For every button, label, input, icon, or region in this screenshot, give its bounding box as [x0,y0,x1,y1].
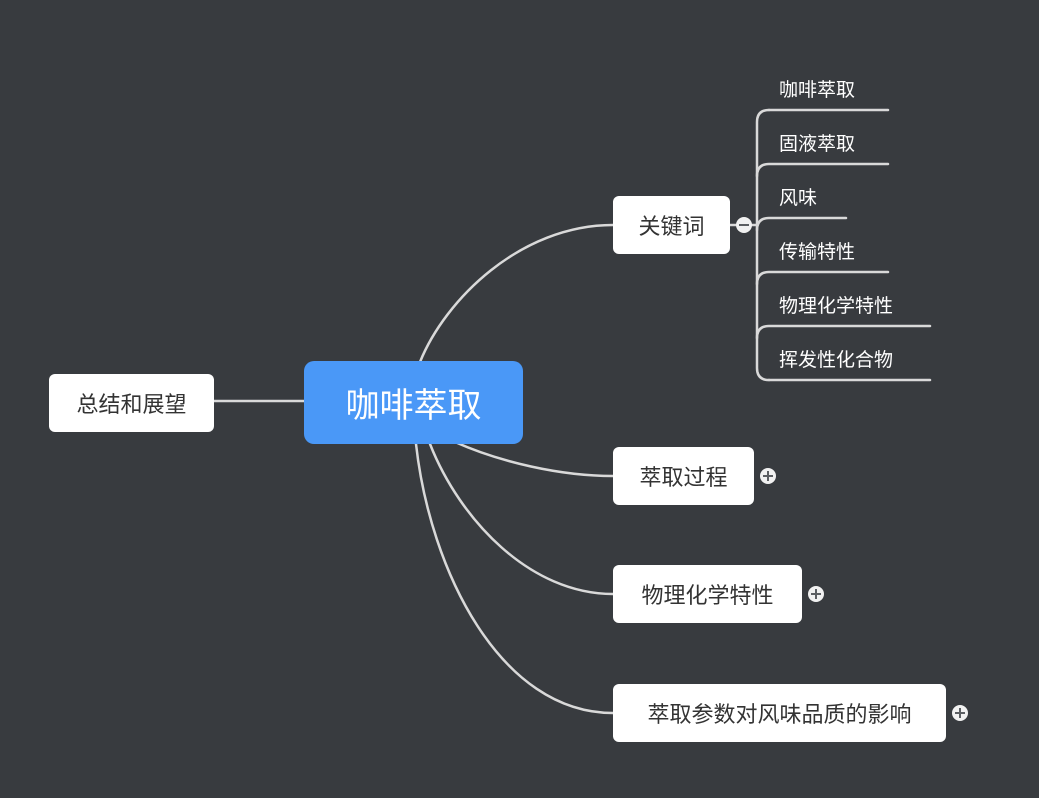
keyword-item[interactable]: 风味 [779,187,818,209]
topic-extraction-parameters[interactable]: 萃取参数对风味品质的影响 [613,684,946,742]
connector-keyword-2 [755,162,890,178]
topic-keywords-label: 关键词 [638,215,705,240]
topic-physicochemical-properties-label: 物理化学特性 [641,584,774,609]
connector-keyword-4 [755,270,890,286]
expand-extraction-process-icon[interactable] [760,468,776,484]
connector-keywords-bracket [755,108,771,382]
topic-physicochemical-properties[interactable]: 物理化学特性 [613,565,802,623]
connector-topic-params [414,442,615,715]
connector-topic-process [453,440,615,478]
connector-topic-keywords [418,223,615,364]
connector-keyword-3 [755,216,848,232]
topic-extraction-process-label: 萃取过程 [639,466,728,491]
topic-summary-outlook[interactable]: 总结和展望 [49,374,214,432]
keyword-item[interactable]: 咖啡萃取 [779,79,856,101]
keyword-item[interactable]: 挥发性化合物 [779,349,894,371]
topic-keywords[interactable]: 关键词 [613,196,730,254]
expand-extraction-parameters-icon[interactable] [952,705,968,721]
collapse-keywords-icon[interactable] [736,217,752,233]
keyword-item[interactable]: 物理化学特性 [779,295,894,317]
connector-topic-physchem [428,442,615,596]
topic-extraction-process[interactable]: 萃取过程 [613,447,754,505]
central-topic[interactable]: 咖啡萃取 [304,361,523,444]
expand-physicochemical-properties-icon[interactable] [808,586,824,602]
topic-extraction-parameters-label: 萃取参数对风味品质的影响 [647,703,912,728]
topic-summary-outlook-label: 总结和展望 [76,393,187,418]
connector-keyword-5 [755,324,932,340]
keyword-item[interactable]: 传输特性 [779,241,856,263]
keyword-item[interactable]: 固液萃取 [779,133,856,155]
central-topic-label: 咖啡萃取 [345,386,482,426]
